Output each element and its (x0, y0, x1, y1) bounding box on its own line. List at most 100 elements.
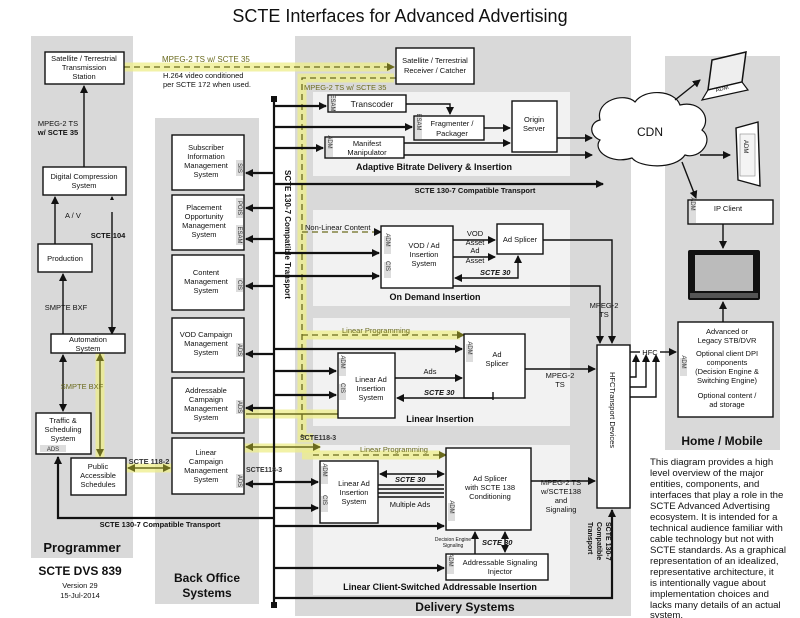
label-text: ADM (680, 355, 686, 368)
vod-ad-insertion-box[interactable] (380, 225, 454, 289)
label-text: entities, components, and (650, 479, 759, 490)
label-text: MPEG-2 TS (541, 478, 581, 487)
edge-label: Non-Linear Content (305, 223, 371, 232)
label-text: Management (184, 277, 229, 286)
ads-tag: ADS (236, 401, 242, 413)
label-text: HFCTransport Devices (608, 372, 617, 448)
label-text: Information (187, 152, 225, 161)
laptop-icon[interactable]: ADM (700, 51, 750, 101)
hfc-transport-devices-box[interactable] (596, 344, 631, 509)
manifest-manipulator-box[interactable] (324, 136, 405, 159)
label-text: Subscriber (188, 143, 224, 152)
connector-line (301, 77, 396, 437)
ip-client-box[interactable] (687, 199, 774, 225)
label-text: lacks many details of an actual (650, 600, 781, 611)
linear-ad-splicer-box[interactable] (463, 333, 526, 399)
panel-label: Home / Mobile (681, 434, 763, 448)
label-text: SCTE 30 (482, 538, 513, 547)
shape (384, 262, 391, 278)
label-text: System (193, 286, 218, 295)
addressable-ad-splicer-box[interactable] (445, 447, 532, 531)
fragmenter-box[interactable] (413, 115, 485, 141)
label-text: System (341, 497, 366, 506)
label-text: Ads (424, 367, 437, 376)
label-text: w/SCTE138 (540, 487, 581, 496)
label-text: Linear (196, 448, 217, 457)
vod-ad-splicer-box[interactable] (496, 223, 544, 255)
receiver-box[interactable] (395, 47, 475, 85)
tablet-icon[interactable]: ADM (735, 121, 761, 187)
shape (447, 556, 454, 574)
box-label: Satellite / Terrestrial (51, 54, 117, 63)
addressable-signaling-injector-box[interactable] (445, 553, 549, 581)
digital-compression-box[interactable] (42, 166, 127, 196)
diagram-title: SCTE Interfaces for Advanced Advertising (232, 6, 567, 26)
addressable-campaign-box[interactable] (171, 377, 245, 434)
esam-tag: ESAM (236, 226, 242, 243)
label-text: This diagram provides a high (650, 457, 773, 468)
content-management-box[interactable] (171, 254, 245, 311)
stb-dvr-box[interactable] (677, 321, 774, 418)
shape (321, 496, 328, 512)
document-version: Version 29 (62, 581, 97, 590)
label-text: Asset (466, 238, 486, 247)
label-text: Ad Splicer (503, 235, 538, 244)
panel-label: Programmer (43, 540, 120, 555)
shape (339, 384, 346, 400)
label-text: Fragmenter / (431, 119, 475, 128)
label-text: ADM (339, 355, 345, 368)
box-label: System (50, 434, 75, 443)
panel-label: Back Office (174, 571, 240, 585)
origin-server-box[interactable] (511, 100, 558, 153)
box-label: Station (72, 72, 95, 81)
label-text: MPEG-2 (590, 301, 619, 310)
shape (236, 400, 243, 414)
pois-tag: POIS (236, 201, 242, 215)
connector-line (632, 354, 660, 362)
label-text: Asset (466, 256, 486, 265)
public-schedules-box[interactable] (70, 457, 127, 496)
box-label: Schedules (80, 480, 115, 489)
connector-line (700, 81, 750, 101)
cdn-label: CDN (637, 125, 663, 139)
vod-campaign-box[interactable] (171, 317, 245, 373)
cdn-cloud[interactable]: CDN (591, 92, 708, 167)
label-text: Addressable Signaling (463, 558, 538, 567)
connector-line (591, 92, 708, 167)
placement-opportunity-box[interactable] (171, 194, 245, 251)
edge-label: SCTE118-3 (246, 467, 282, 474)
home-section: ADM ADM ADM IP Client ADM Advanced or Le… (630, 51, 774, 448)
edge-label: A / V (65, 211, 81, 220)
edge-label: SCTE 104 (91, 231, 126, 240)
shape (689, 201, 696, 223)
linear-ad-insertion-box[interactable] (337, 352, 396, 419)
label-text: System (358, 393, 383, 402)
client-linear-ad-insertion-box[interactable] (319, 460, 379, 524)
shape (236, 474, 243, 488)
edge-label: SCTE 130-7 Compatible Transport (100, 520, 221, 529)
label-text: Receiver / Catcher (404, 66, 467, 75)
shape (466, 344, 473, 362)
label-text: Optional content / (698, 391, 758, 400)
document-date: 15-Jul-2014 (60, 591, 100, 600)
production-box[interactable] (37, 243, 93, 273)
label-text: Conditioning (469, 492, 511, 501)
box-label: Accessible (80, 471, 116, 480)
shape (326, 138, 333, 157)
linear-campaign-box[interactable] (171, 437, 245, 495)
label-text: interfaces that play a role in the (650, 490, 783, 501)
automation-system-box[interactable] (50, 333, 126, 354)
label-text: Transport (586, 522, 593, 555)
label-text: VOD (467, 229, 484, 238)
transmission-station-box[interactable] (44, 51, 125, 85)
label-text: SCTE Advanced Advertising (650, 501, 770, 512)
subscriber-info-box[interactable] (171, 134, 245, 191)
label-text: Campaign (189, 457, 223, 466)
label-text: Optional client DPI (696, 349, 758, 358)
shape (271, 96, 277, 102)
tv-icon[interactable] (688, 250, 760, 300)
uplink-note: per SCTE 172 when used. (163, 80, 251, 89)
label-text: Insertion (340, 488, 369, 497)
edge-label: MPEG-2 TS (38, 119, 78, 128)
